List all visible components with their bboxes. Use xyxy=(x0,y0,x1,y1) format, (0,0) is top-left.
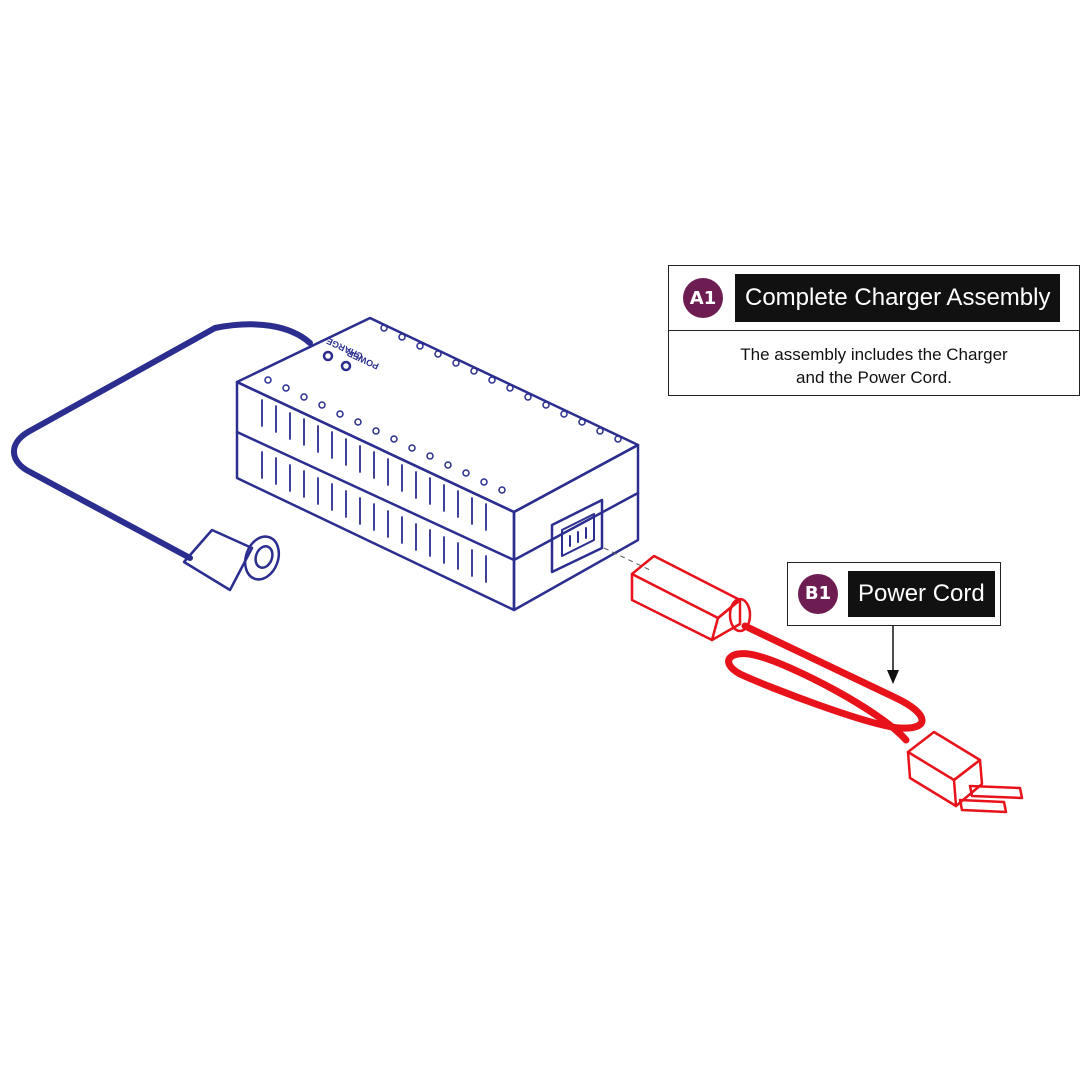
iec-connector xyxy=(630,554,752,642)
dc-output-cable xyxy=(11,321,313,561)
dc-barrel-plug xyxy=(182,528,281,592)
callout-b1-badge: B1 xyxy=(798,573,838,614)
callout-a1-description-line2: and the Power Cord. xyxy=(796,368,952,387)
top-vent-dots xyxy=(264,324,622,494)
wall-plug xyxy=(906,730,1024,814)
callout-complete-charger-assembly: A1 Complete Charger Assembly The assembl… xyxy=(668,265,1080,396)
callout-a1-description-line1: The assembly includes the Charger xyxy=(740,345,1008,364)
callout-power-cord: B1 Power Cord xyxy=(787,562,1001,626)
power-cord-illustration xyxy=(630,554,1024,814)
charger-top-face xyxy=(235,316,640,514)
charge-led xyxy=(322,350,334,362)
callout-a1-title: Complete Charger Assembly xyxy=(735,274,1061,322)
callout-b1-title: Power Cord xyxy=(848,570,995,617)
power-led xyxy=(340,360,352,372)
vent-slots xyxy=(261,399,487,583)
alignment-line xyxy=(603,547,651,571)
b1-leader-arrow xyxy=(887,626,899,684)
callout-b1-header: B1 Power Cord xyxy=(788,563,1000,624)
callout-a1-badge: A1 xyxy=(683,278,723,318)
callout-a1-header: A1 Complete Charger Assembly xyxy=(669,266,1079,331)
charger-illustration xyxy=(11,316,640,612)
power-cord-cable xyxy=(725,622,926,744)
ac-inlet-socket xyxy=(550,498,604,574)
callout-a1-description: The assembly includes the Charger and th… xyxy=(669,331,1079,389)
charger-right-face xyxy=(512,443,640,612)
